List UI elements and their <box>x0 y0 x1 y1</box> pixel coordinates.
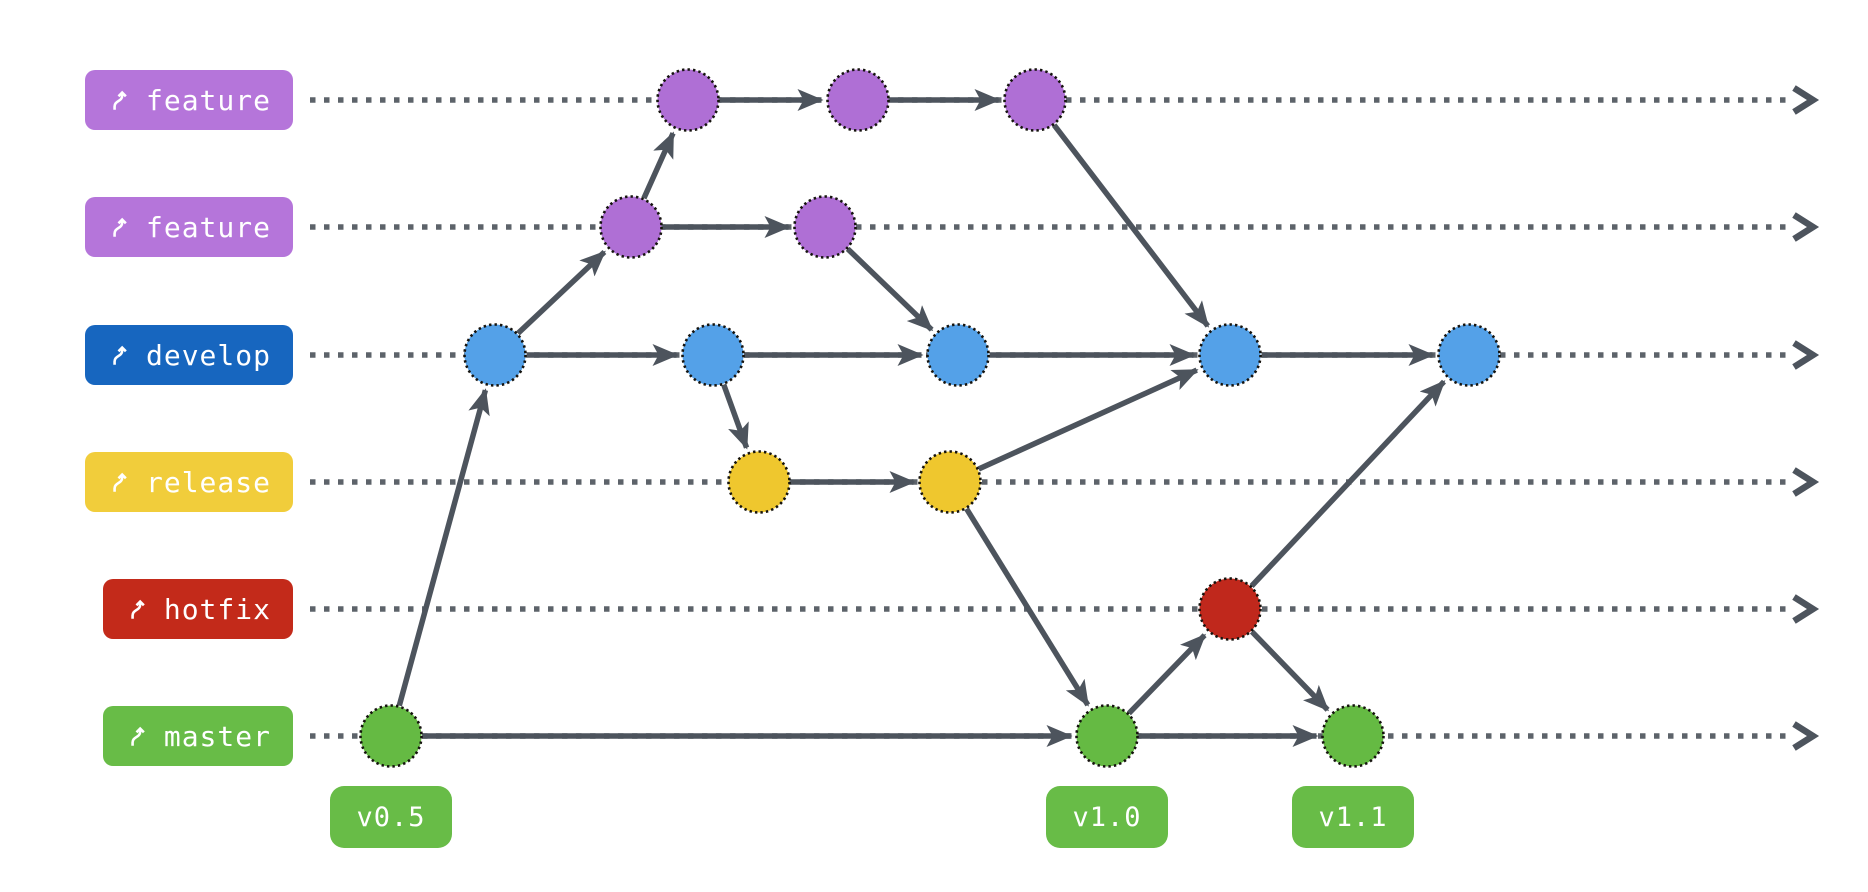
commit-node <box>918 450 982 514</box>
commit-edge <box>396 388 490 707</box>
branch-label-develop: develop <box>84 325 293 385</box>
commit-edge <box>641 131 676 200</box>
commit-edge <box>964 507 1091 707</box>
version-tag-v1-1: v1.1 <box>1292 786 1414 848</box>
commit-edge <box>977 367 1199 472</box>
commit-node <box>1321 704 1385 768</box>
commit-node <box>926 323 990 387</box>
version-tag-text: v0.5 <box>356 801 426 833</box>
commit-node <box>1198 577 1262 641</box>
branch-label-feature-1: feature <box>84 70 293 130</box>
commit-node <box>599 195 663 259</box>
commit-node <box>1003 68 1067 132</box>
branch-label-text: feature <box>145 83 271 117</box>
version-tag-text: v1.1 <box>1318 801 1388 833</box>
version-tag-text: v1.0 <box>1072 801 1142 833</box>
commit-edge <box>721 383 750 450</box>
commit-edge <box>1051 123 1211 328</box>
git-branch-icon <box>131 599 145 619</box>
branch-label-hotfix: hotfix <box>102 579 293 639</box>
lane-arrow-icon <box>1792 594 1820 624</box>
commit-node <box>1075 704 1139 768</box>
branch-label-text: master <box>163 719 271 753</box>
version-tag-v0-5: v0.5 <box>330 786 452 848</box>
branch-label-release: release <box>84 452 293 512</box>
lane-arrow-icon <box>1792 721 1820 751</box>
commit-edge <box>516 250 607 336</box>
git-branch-icon <box>113 90 127 110</box>
commit-node <box>727 450 791 514</box>
commit-edge <box>1126 633 1207 716</box>
branch-label-text: develop <box>145 338 271 372</box>
commit-node <box>463 323 527 387</box>
lane-arrow-icon <box>1792 85 1820 115</box>
commit-node <box>826 68 890 132</box>
branch-label-master: master <box>102 706 293 766</box>
commit-edge <box>845 246 934 332</box>
lane-arrow-icon <box>1792 340 1820 370</box>
lane-arrow-icon <box>1792 212 1820 242</box>
commit-edge <box>1249 629 1330 712</box>
git-branch-icon <box>113 472 127 492</box>
git-branch-icon <box>113 345 127 365</box>
lane-arrow-icon <box>1792 467 1820 497</box>
commit-node <box>359 704 423 768</box>
git-branch-icon <box>113 217 127 237</box>
commit-node <box>656 68 720 132</box>
branch-label-text: feature <box>145 210 271 244</box>
commit-node <box>1198 323 1262 387</box>
commit-edge <box>1249 379 1446 588</box>
commit-node <box>793 195 857 259</box>
version-tag-v1-0: v1.0 <box>1046 786 1168 848</box>
branch-label-feature-2: feature <box>84 197 293 257</box>
branch-label-text: hotfix <box>163 592 271 626</box>
git-branch-icon <box>131 726 145 746</box>
branch-label-text: release <box>145 465 271 499</box>
commit-node <box>1437 323 1501 387</box>
commit-node <box>681 323 745 387</box>
